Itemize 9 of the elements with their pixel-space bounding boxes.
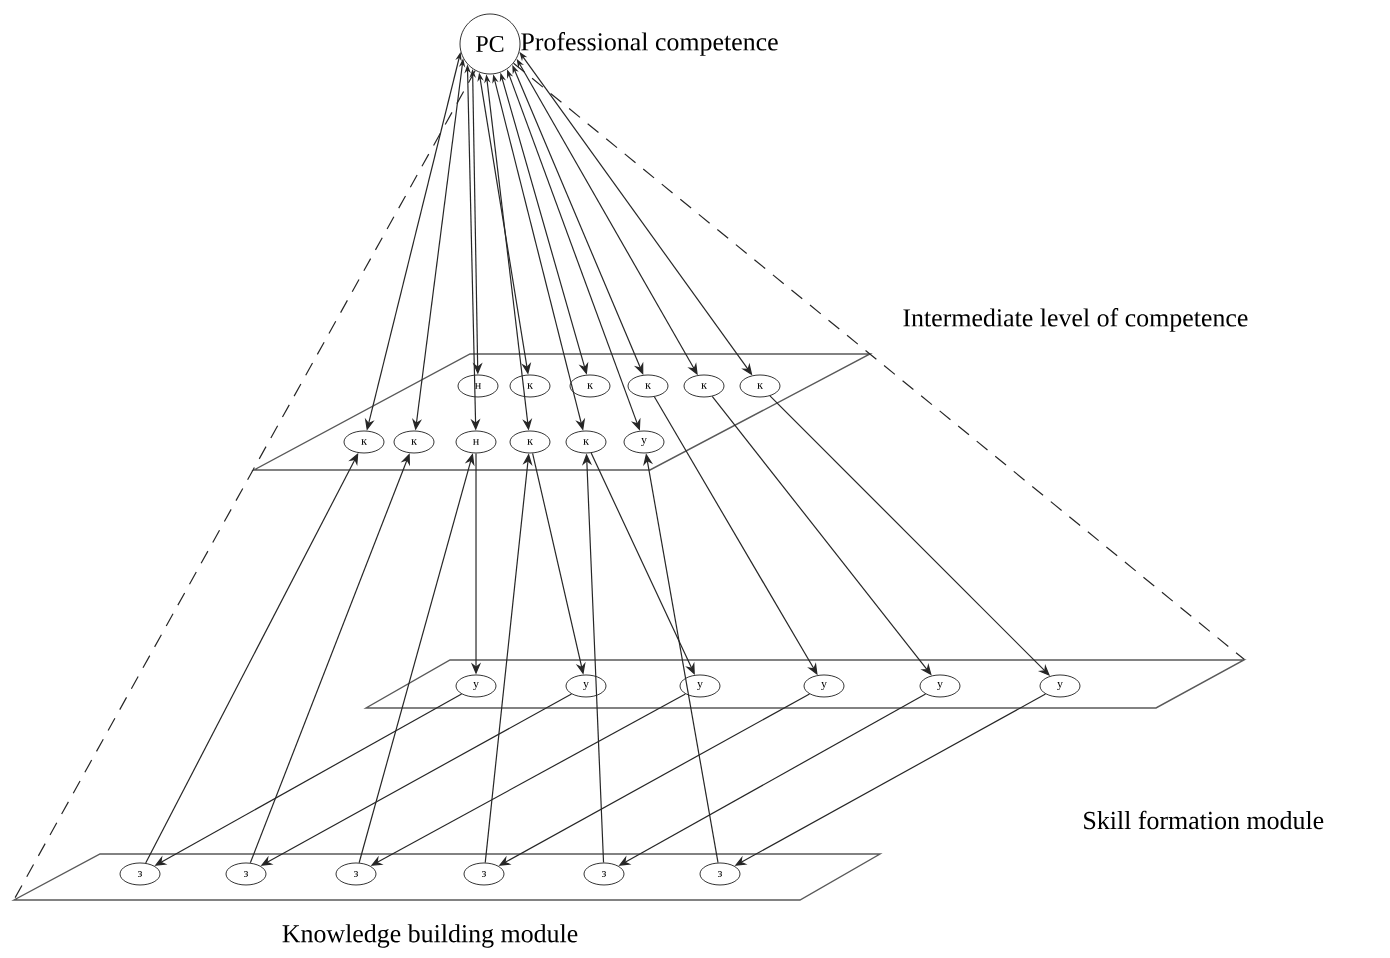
dashed-line xyxy=(512,62,1245,661)
module-label: Intermediate level of competence xyxy=(903,308,1248,332)
circle-node: PC xyxy=(459,13,521,75)
arrow xyxy=(590,452,695,675)
dashed-line xyxy=(13,69,476,901)
module-label: Professional competence xyxy=(521,32,778,56)
module-label: Skill formation module xyxy=(1084,810,1324,830)
module-label: Knowledge building module xyxy=(282,924,578,948)
arrow xyxy=(249,453,410,864)
